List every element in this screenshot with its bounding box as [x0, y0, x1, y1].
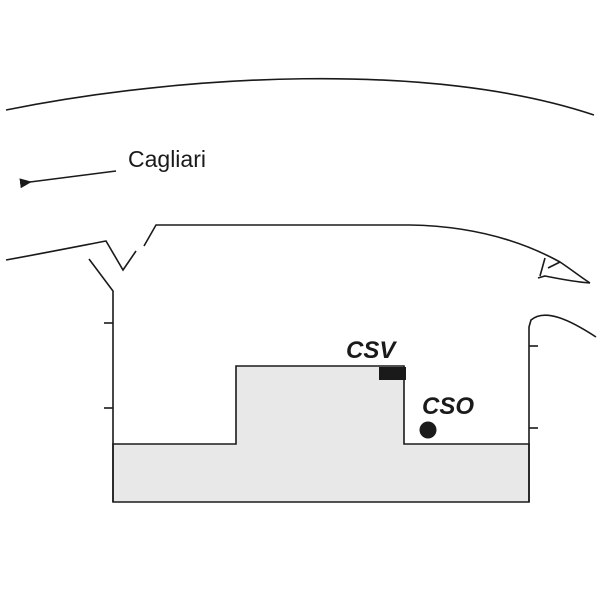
- direction-arrow: [19, 170, 117, 189]
- tip-notch: [539, 257, 561, 277]
- csv-marker: [379, 367, 406, 380]
- right-wall-outline: [528, 314, 597, 502]
- tip-lower-outline: [537, 275, 591, 284]
- cso-marker: [419, 421, 437, 439]
- cso-label: CSO: [422, 393, 474, 420]
- top-edge-outline: [143, 224, 591, 284]
- csv-label: CSV: [346, 337, 397, 364]
- direction-label: Cagliari: [128, 146, 206, 172]
- left-corner-outline: [88, 258, 114, 502]
- shaded-region: [112, 365, 530, 503]
- upper-boundary-curve: [5, 77, 595, 116]
- left-wall-outline: [5, 240, 137, 272]
